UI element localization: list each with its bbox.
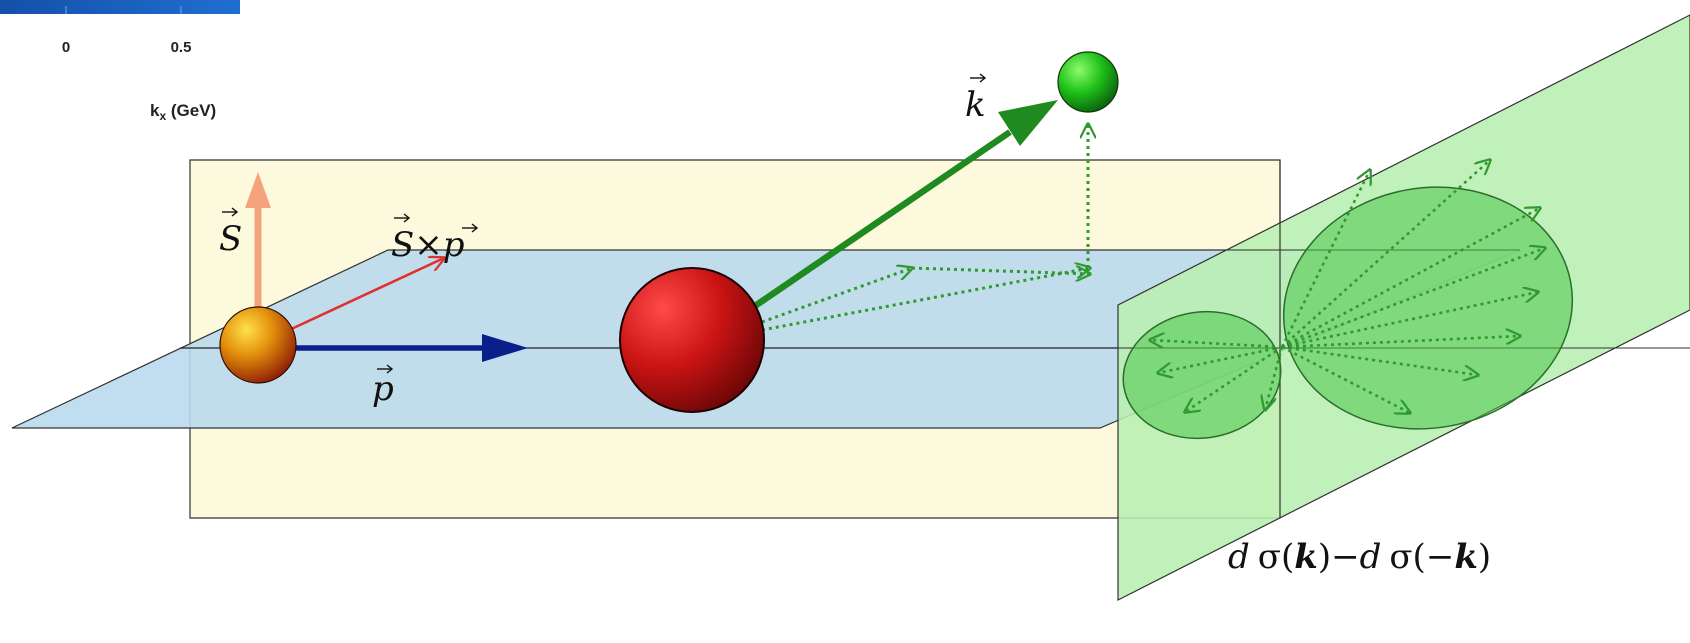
colorbar-tick-label-1: 0.5 (171, 39, 192, 56)
cross-op: × (414, 225, 443, 265)
label-outgoing-text: k (965, 85, 986, 125)
outgoing-particle (1058, 52, 1118, 112)
label-momentum-text: p (372, 369, 394, 409)
label-spin-text: S (219, 219, 242, 259)
asym-close2: ) (1478, 537, 1491, 577)
asym-k2: k (1454, 537, 1478, 577)
cross-left: S (391, 225, 414, 265)
asym-sigma2: σ(− (1389, 537, 1454, 577)
asym-minus: − (1331, 537, 1360, 577)
colorbar: 0 0.5 kx (GeV) (0, 0, 240, 123)
label-momentum: p (372, 365, 394, 409)
asym-d1: d (1228, 537, 1250, 577)
colorbar-gradient (0, 0, 240, 14)
label-cross-text: S×p (391, 225, 465, 265)
cross-right: p (443, 225, 465, 265)
asym-close1: ) (1318, 537, 1331, 577)
label-outgoing: k (965, 74, 986, 125)
asym-sigma1: σ( (1258, 537, 1294, 577)
colorbar-axis-label: kx (GeV) (150, 101, 216, 123)
polarized-projectile (220, 307, 296, 383)
target-nucleus (620, 268, 764, 412)
asym-d2: d (1360, 537, 1382, 577)
asym-k1: k (1294, 537, 1318, 577)
colorbar-tick-label-0: 0 (62, 39, 70, 56)
axis-label-unit: (GeV) (166, 101, 216, 120)
